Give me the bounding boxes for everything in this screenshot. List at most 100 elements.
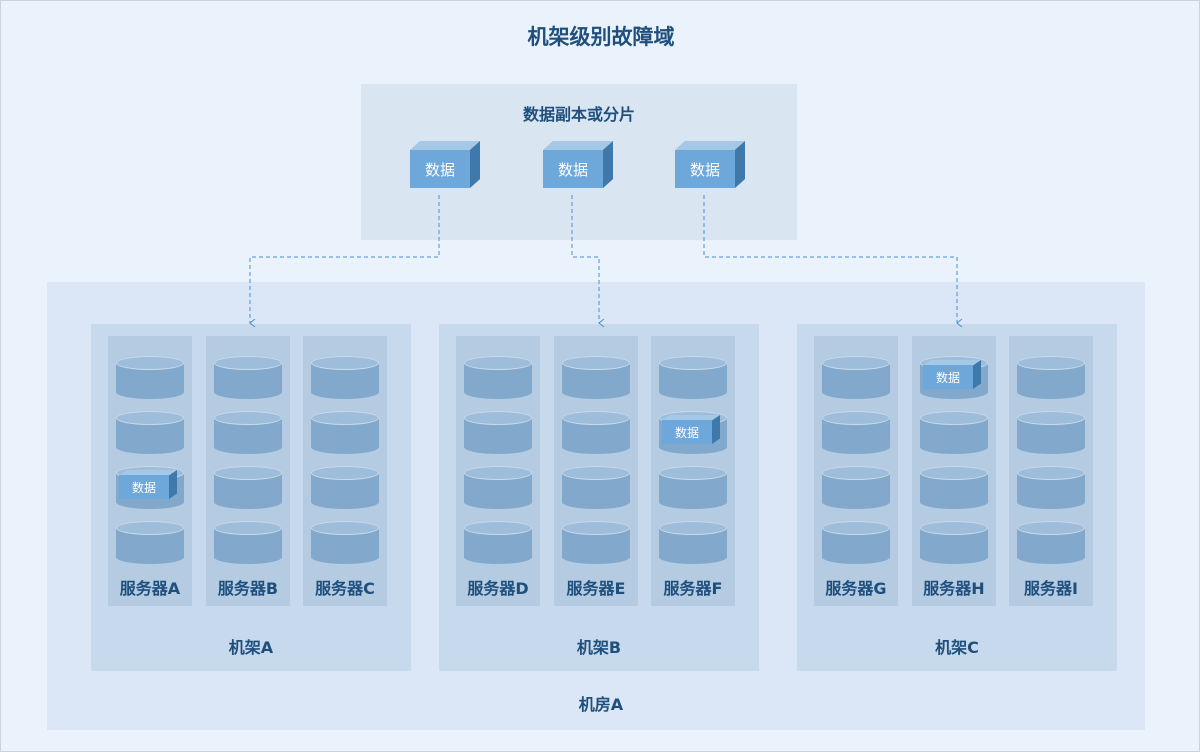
link-line-rack-a <box>250 195 440 323</box>
disk-cap-top <box>214 521 282 535</box>
disk-cap-top <box>464 356 532 370</box>
server-i: 服务器I <box>1009 336 1093 606</box>
disk-cap-bottom <box>464 440 532 454</box>
disk-icon <box>464 521 532 564</box>
disk-cap-top <box>214 356 282 370</box>
disk-cap-bottom <box>1017 385 1085 399</box>
disk-icon <box>920 466 988 509</box>
server-b: 服务器B <box>206 336 290 606</box>
disk-cap-top <box>464 466 532 480</box>
cube-side-face <box>169 470 177 499</box>
disk-icon <box>116 411 184 454</box>
data-block-label: 数据 <box>923 365 973 389</box>
server-label: 服务器G <box>825 579 887 598</box>
disk-cap-top <box>659 466 727 480</box>
cube-top-face <box>119 470 177 475</box>
disk-cap-bottom <box>214 385 282 399</box>
disk-icon <box>562 411 630 454</box>
disk-cap-bottom <box>822 550 890 564</box>
disk-cap-top <box>562 521 630 535</box>
server-label: 服务器H <box>923 579 985 598</box>
server-label: 服务器F <box>663 579 723 598</box>
data-block-label: 数据 <box>543 150 603 188</box>
disk-icon <box>311 521 379 564</box>
cube-top-face <box>662 415 720 420</box>
data-block-stored: 数据 <box>923 360 981 390</box>
disk-cap-bottom <box>822 440 890 454</box>
disk-cap-bottom <box>116 550 184 564</box>
cube-side-face <box>603 141 613 188</box>
disk-cap-top <box>822 466 890 480</box>
disk-cap-bottom <box>311 495 379 509</box>
disk-cap-top <box>1017 466 1085 480</box>
disk-icon <box>214 466 282 509</box>
link-line-rack-b <box>571 195 599 323</box>
disk-icon <box>464 356 532 399</box>
disk-icon <box>920 521 988 564</box>
rack-label: 机架B <box>576 638 622 657</box>
disk-cap-bottom <box>1017 495 1085 509</box>
server-h: 数据服务器H <box>912 336 996 606</box>
disk-cap-top <box>822 521 890 535</box>
disk-icon <box>1017 521 1085 564</box>
disk-cap-top <box>311 521 379 535</box>
data-block-3: 数据 <box>675 141 745 190</box>
data-block-label: 数据 <box>662 420 712 444</box>
server-f: 数据服务器F <box>651 336 735 606</box>
disk-icon <box>1017 356 1085 399</box>
disk-cap-bottom <box>822 495 890 509</box>
disk-icon <box>311 466 379 509</box>
disk-cap-top <box>116 521 184 535</box>
disk-cap-top <box>920 411 988 425</box>
cube-top-face <box>543 141 613 150</box>
server-label: 服务器E <box>566 579 626 598</box>
disk-icon <box>562 356 630 399</box>
cube-side-face <box>973 360 981 389</box>
data-panel-title: 数据副本或分片 <box>522 105 635 124</box>
disk-cap-bottom <box>920 495 988 509</box>
disk-icon <box>214 356 282 399</box>
cube-side-face <box>470 141 480 188</box>
disk-cap-top <box>311 356 379 370</box>
disk-cap-bottom <box>311 550 379 564</box>
disk-icon <box>562 521 630 564</box>
disk-cap-bottom <box>822 385 890 399</box>
cube-top-face <box>675 141 745 150</box>
disk-cap-top <box>214 466 282 480</box>
disk-cap-top <box>1017 521 1085 535</box>
disk-cap-top <box>116 356 184 370</box>
diagram-title: 机架级别故障域 <box>527 25 675 49</box>
server-label: 服务器I <box>1024 579 1078 598</box>
disk-cap-top <box>464 521 532 535</box>
disk-cap-top <box>311 411 379 425</box>
server-a: 数据服务器A <box>108 336 192 606</box>
disk-cap-top <box>116 411 184 425</box>
server-d: 服务器D <box>456 336 540 606</box>
disk-cap-bottom <box>464 550 532 564</box>
disk-cap-top <box>562 411 630 425</box>
data-block-label: 数据 <box>119 475 169 499</box>
disk-icon <box>311 356 379 399</box>
disk-cap-top <box>920 521 988 535</box>
disk-icon <box>214 521 282 564</box>
cube-top-face <box>923 360 981 365</box>
server-e: 服务器E <box>554 336 638 606</box>
disk-cap-bottom <box>659 495 727 509</box>
cube-side-face <box>735 141 745 188</box>
disk-cap-bottom <box>116 385 184 399</box>
disk-icon: 数据 <box>920 356 988 399</box>
disk-icon <box>1017 411 1085 454</box>
rack-label: 机架C <box>935 638 979 657</box>
disk-cap-bottom <box>214 440 282 454</box>
server-label: 服务器C <box>315 579 375 598</box>
disk-cap-top <box>464 411 532 425</box>
data-block-label: 数据 <box>410 150 470 188</box>
disk-cap-bottom <box>562 440 630 454</box>
data-block-2: 数据 <box>543 141 613 190</box>
disk-cap-top <box>659 356 727 370</box>
disk-icon <box>659 521 727 564</box>
disk-cap-top <box>1017 356 1085 370</box>
disk-icon <box>116 356 184 399</box>
